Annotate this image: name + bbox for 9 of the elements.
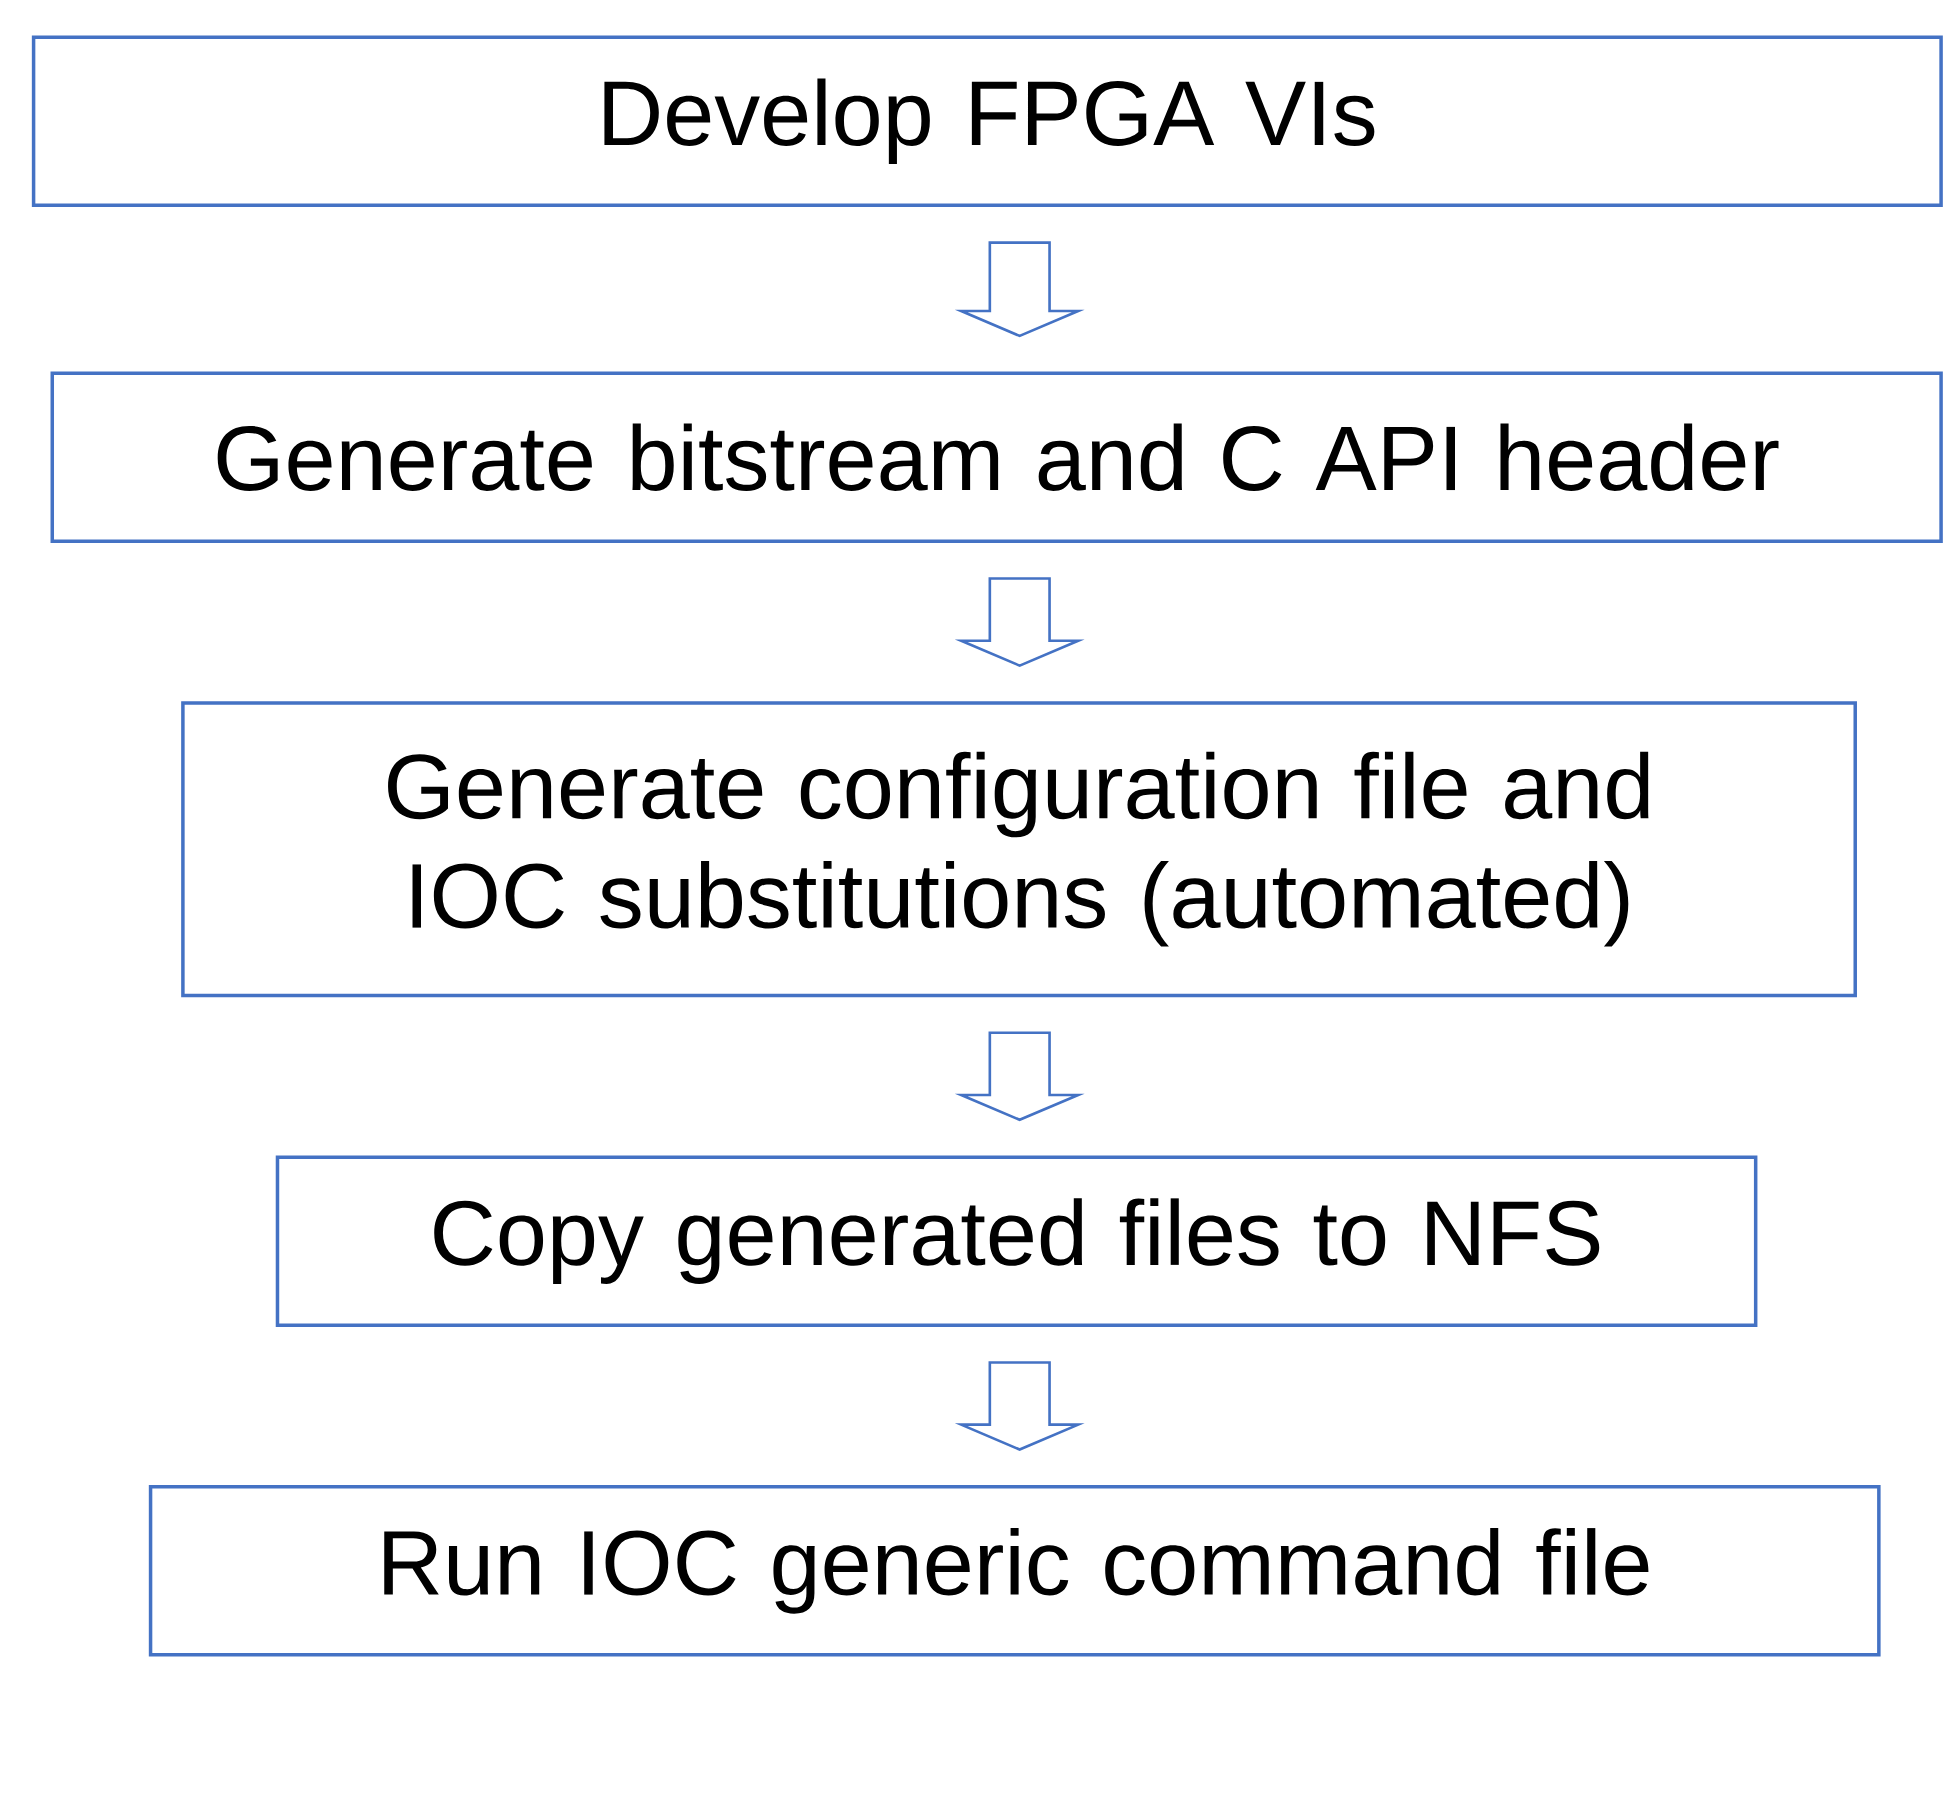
process-box: Develop FPGA VIs — [31, 35, 1943, 207]
process-box: Generate bitstream and C API header — [50, 371, 1943, 543]
block-arrow — [954, 241, 1085, 338]
block-arrow — [954, 1360, 1085, 1451]
process-box: Run IOC generic command file — [148, 1484, 1881, 1657]
block-arrow — [954, 577, 1085, 667]
process-box: Generate configuration file and IOC substitutions (automated) — [181, 701, 1857, 997]
process-box: Copy generated files to NFS — [275, 1155, 1758, 1327]
block-arrow — [954, 1031, 1085, 1122]
